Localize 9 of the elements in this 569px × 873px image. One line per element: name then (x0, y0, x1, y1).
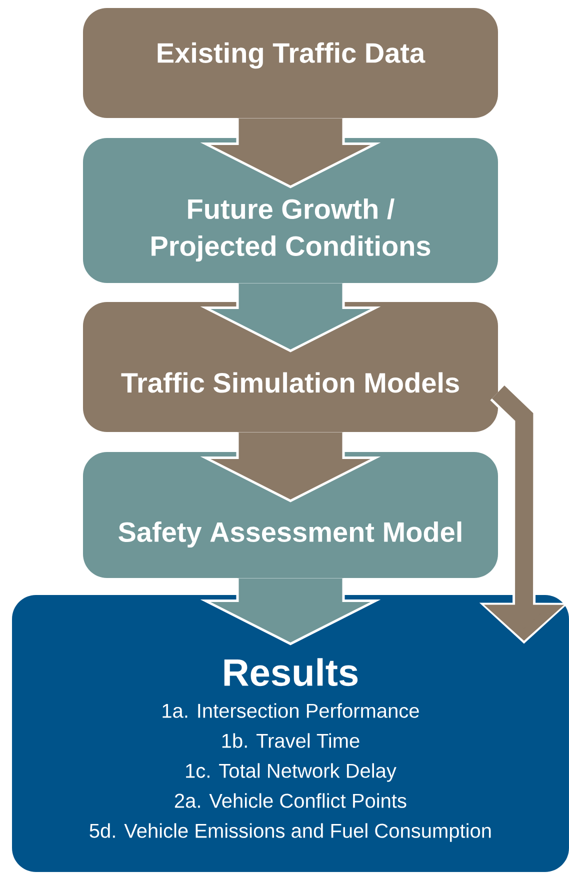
process-box: Traffic Simulation Models (83, 302, 498, 432)
results-box: Results 1a. Intersection Performance 1b. Travel Time 1c. Total Network Delay 2a. Vehicle Conflict Points 5d. Vehicle Emissions and Fuel Consumption (12, 595, 569, 872)
arrow (200, 116, 381, 188)
arrow (200, 430, 381, 502)
arrow (200, 576, 381, 646)
process-box: Existing Traffic Data (83, 8, 498, 118)
process-box: Future Growth / Projected Conditions (83, 138, 498, 283)
arrow (200, 282, 381, 352)
process-box: Safety Assessment Model (83, 452, 498, 578)
